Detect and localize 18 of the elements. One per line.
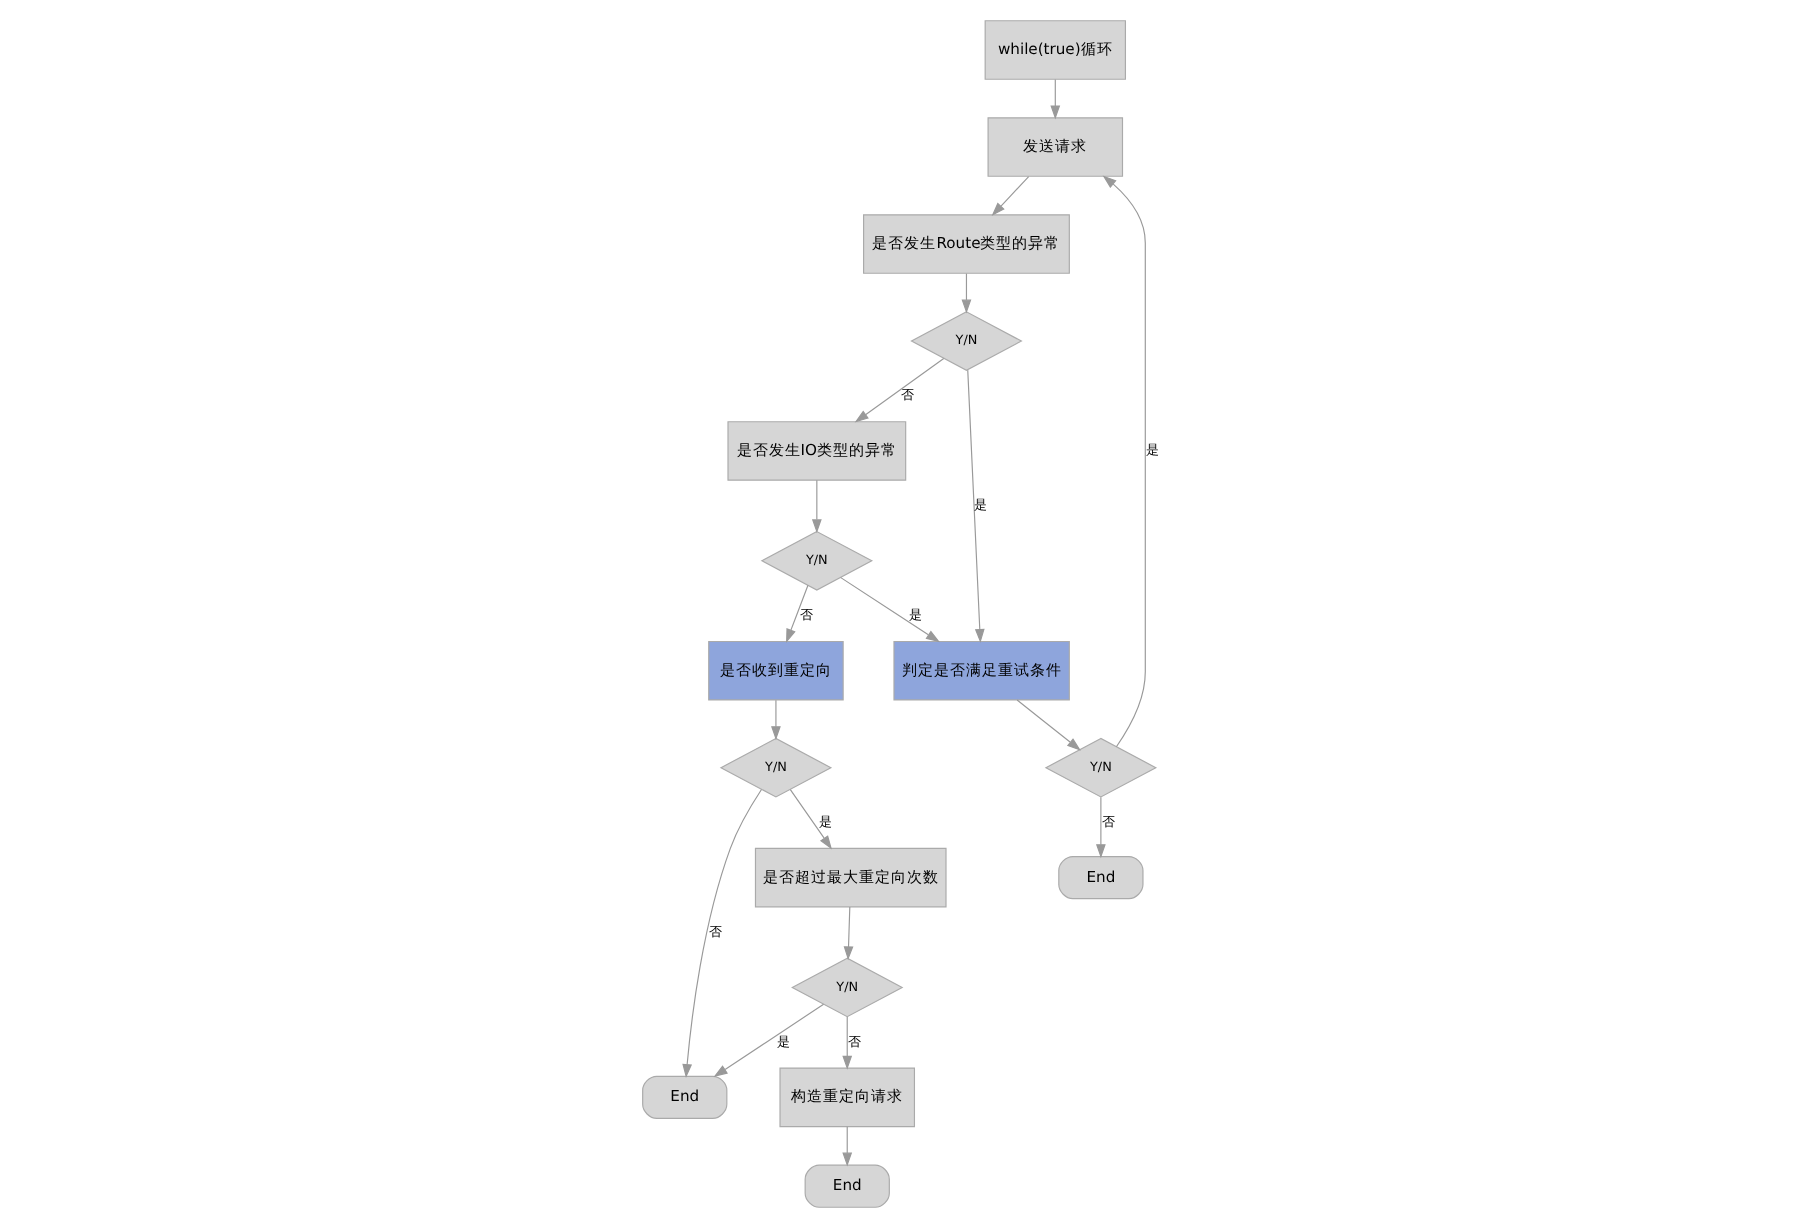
arrow: [839, 577, 939, 643]
arrow: [810, 479, 821, 534]
arrow: [842, 906, 853, 961]
arrow: [788, 789, 831, 850]
arrow: [712, 1003, 824, 1078]
arrow: [1101, 175, 1145, 748]
arrow: [1049, 79, 1060, 120]
arrow: [770, 699, 780, 741]
arrow: [841, 1126, 852, 1167]
arrow: [1015, 699, 1080, 751]
arrow: [853, 357, 944, 423]
arrow: [785, 584, 808, 643]
arrow: [960, 273, 971, 314]
arrow: [1094, 796, 1105, 859]
arrow: [681, 788, 762, 1079]
arrow: [966, 369, 984, 643]
arrow: [990, 176, 1029, 217]
arrow: [841, 1016, 852, 1070]
